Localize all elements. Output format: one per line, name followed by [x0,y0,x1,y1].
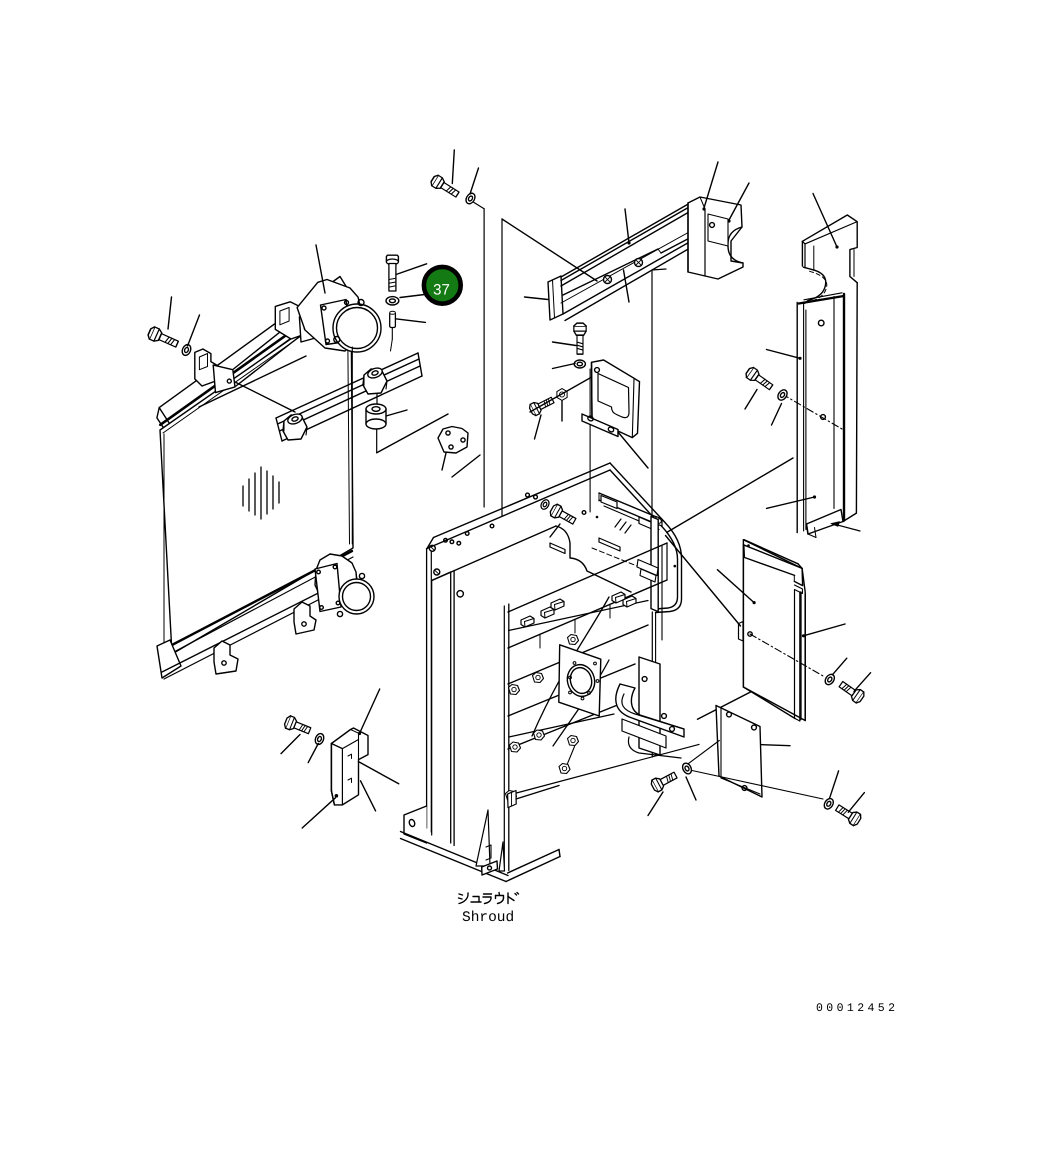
svg-text:37: 37 [433,281,450,298]
svg-text:Shroud: Shroud [462,910,514,926]
svg-text:0 0 0 1 2 4 5 2: 0 0 0 1 2 4 5 2 [816,1002,895,1015]
